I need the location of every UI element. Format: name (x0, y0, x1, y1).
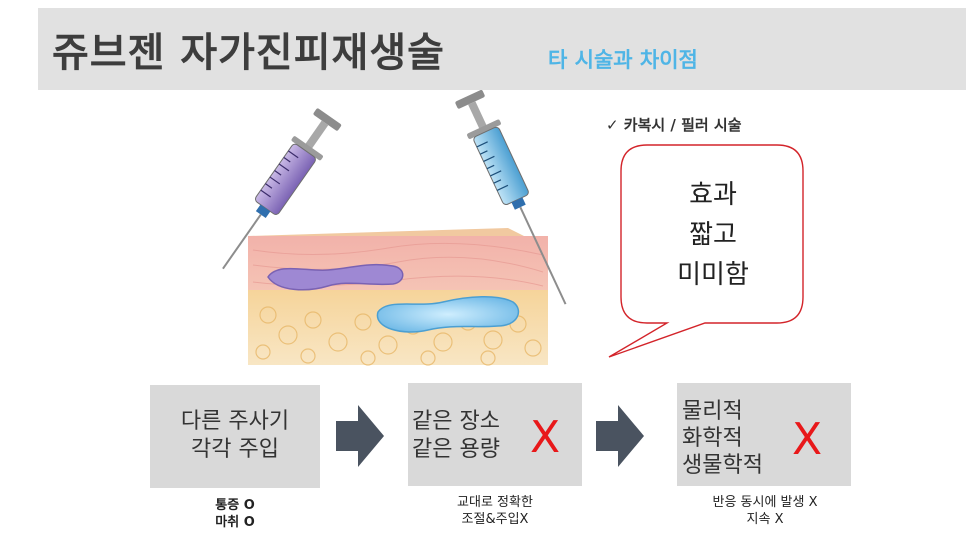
arrow-right-icon (596, 405, 644, 467)
step-line: 다른 주사기 (150, 408, 320, 436)
checklist-label: ✓ 카복시 / 필러 시술 (606, 114, 742, 135)
step-2-note: 교대로 정확한 조절&주입X (415, 494, 575, 528)
step-line: 생물학적 (682, 452, 763, 479)
page-title: 쥬브젠 자가진피재생술 (52, 20, 445, 78)
bubble-line: 짧고 (628, 215, 798, 255)
step-line: 같은 용량 (412, 436, 500, 464)
step-line: 각각 주입 (150, 436, 320, 464)
step-2-text: 같은 장소 같은 용량 (412, 408, 500, 464)
note-line: 통증 O (170, 497, 300, 514)
bubble-text: 효과 짧고 미미함 (628, 175, 798, 295)
bubble-line: 효과 (628, 175, 798, 215)
note-line: 마취 O (170, 514, 300, 531)
note-line: 조절&주입X (415, 511, 575, 528)
x-mark: X (530, 416, 560, 460)
x-mark: X (792, 418, 822, 462)
step-3-note: 반응 동시에 발생 X 지속 X (680, 494, 850, 528)
note-line: 교대로 정확한 (415, 494, 575, 511)
step-line: 물리적 (682, 398, 763, 425)
step-1-text: 다른 주사기 각각 주입 (150, 408, 320, 464)
skin-block (248, 228, 548, 365)
skin-injection-illustration (168, 90, 568, 380)
step-3-text: 물리적 화학적 생물학적 (682, 398, 763, 479)
bubble-line: 미미함 (628, 255, 798, 295)
note-line: 반응 동시에 발생 X (680, 494, 850, 511)
note-line: 지속 X (680, 511, 850, 528)
step-1-note: 통증 O 마취 O (170, 497, 300, 531)
page-subtitle: 타 시술과 차이점 (548, 44, 698, 74)
step-line: 화학적 (682, 425, 763, 452)
arrow-right-icon (336, 405, 384, 467)
step-line: 같은 장소 (412, 408, 500, 436)
